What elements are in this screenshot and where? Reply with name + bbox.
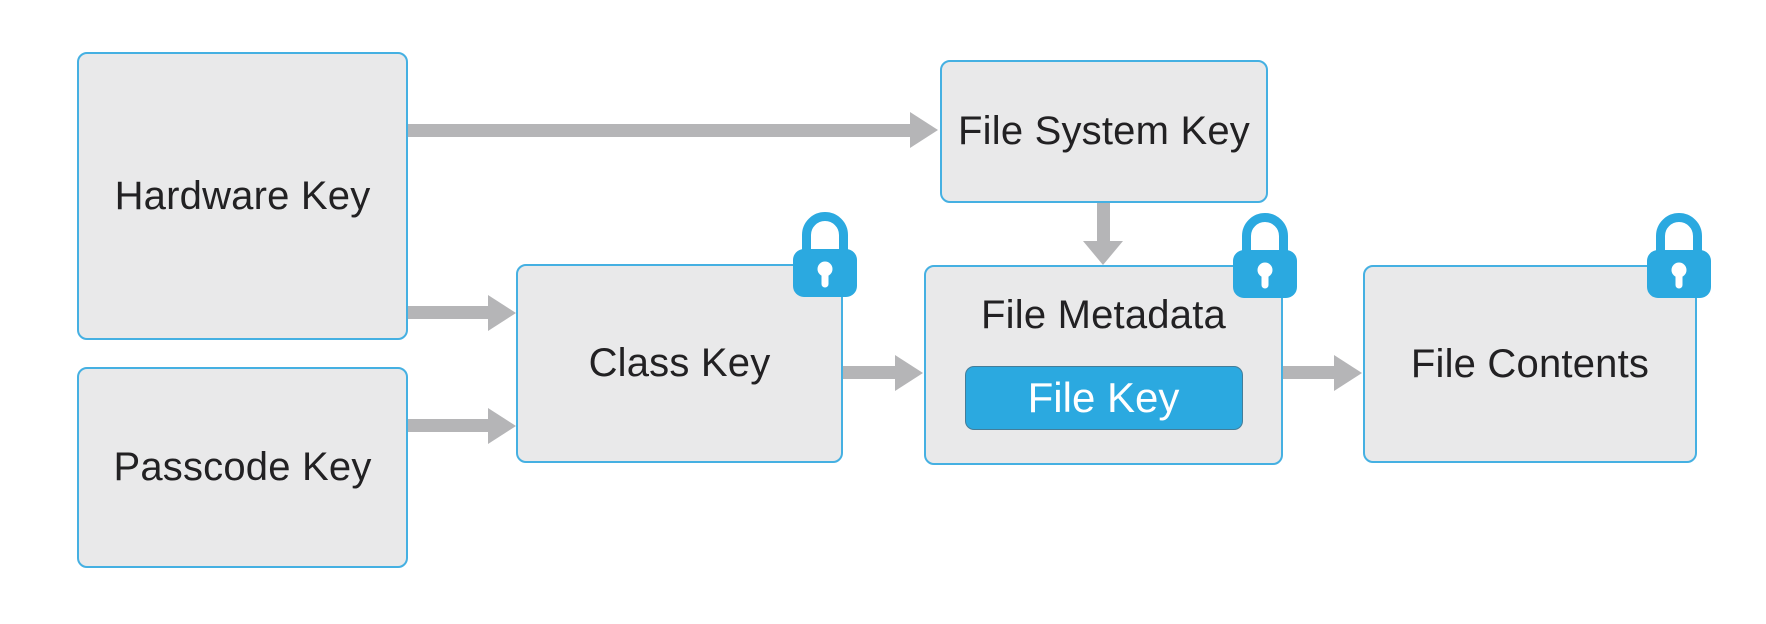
- arrowhead-icon: [488, 295, 516, 331]
- hardware-key-box: Hardware Key: [77, 52, 408, 340]
- class-key-label: Class Key: [588, 341, 771, 385]
- lock-icon: [1233, 213, 1297, 298]
- file-key-box: File Key: [964, 366, 1243, 430]
- file-system-key-box: File System Key: [940, 60, 1268, 203]
- arrow-filesystem-to-metadata: [1097, 203, 1110, 241]
- file-system-key-label: File System Key: [958, 109, 1250, 153]
- arrowhead-icon: [1083, 241, 1123, 265]
- file-metadata-box: File Metadata File Key: [924, 213, 1297, 465]
- passcode-key-label: Passcode Key: [113, 445, 372, 489]
- arrowhead-icon: [488, 408, 516, 444]
- file-contents-box: File Contents: [1363, 213, 1711, 463]
- lock-icon: [793, 212, 857, 297]
- arrow-passcode-to-class: [408, 419, 488, 432]
- file-metadata-label: File Metadata: [981, 293, 1226, 337]
- arrowhead-icon: [895, 355, 923, 391]
- hardware-key-label: Hardware Key: [114, 173, 371, 218]
- lock-icon: [1647, 213, 1711, 298]
- passcode-key-box: Passcode Key: [77, 367, 408, 568]
- class-key-box: Class Key: [516, 212, 857, 463]
- arrow-hardware-to-filesystem: [408, 124, 910, 137]
- arrow-hardware-to-class: [408, 306, 488, 319]
- arrow-metadata-to-contents: [1283, 366, 1334, 379]
- arrowhead-icon: [910, 112, 938, 148]
- file-contents-label: File Contents: [1410, 341, 1650, 386]
- arrow-class-to-metadata: [843, 366, 895, 379]
- arrowhead-icon: [1334, 355, 1362, 391]
